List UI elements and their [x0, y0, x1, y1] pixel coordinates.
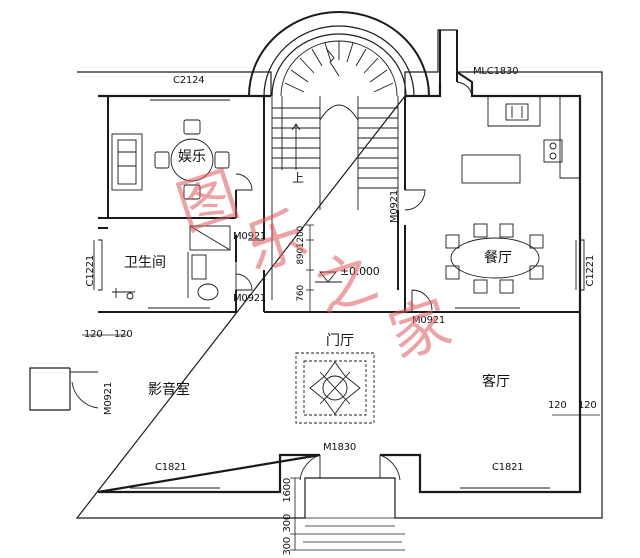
side-porch [29, 367, 71, 411]
dim-step-b: 300 [282, 537, 293, 556]
window-top-left: C2124 [173, 75, 205, 86]
room-dining: 餐厅 [484, 250, 512, 266]
door-dining: M0921 [412, 315, 446, 326]
entertainment-furniture [111, 119, 230, 200]
dim-porch-depth: 1600 [282, 478, 293, 503]
dining-table [445, 223, 544, 294]
bathroom-fixtures [112, 225, 231, 301]
stair-break-line [325, 47, 340, 77]
window-right: C1221 [585, 255, 596, 287]
elevation-marker [315, 271, 342, 283]
room-bathroom: 卫生间 [124, 255, 166, 271]
windows [93, 95, 585, 493]
dim-step-a: 300 [282, 514, 293, 533]
window-left: C1221 [85, 255, 96, 287]
dimension-lines [82, 224, 600, 551]
door-bath: M0921 [233, 293, 267, 304]
stair-tower-inner [263, 25, 415, 97]
dim-stair-3: 760 [296, 285, 306, 302]
eave-outline [75, 29, 603, 519]
stair-tower-outer [248, 11, 430, 97]
stair-up-mark: 上 [292, 171, 305, 185]
dim-wall-left-b: 120 [114, 329, 133, 340]
dim-wall-right-b: 120 [578, 400, 597, 411]
door-media: M0921 [103, 382, 114, 416]
window-bottom-right: C1821 [492, 462, 524, 473]
room-foyer: 门厅 [326, 333, 354, 349]
dim-wall-left-a: 120 [84, 329, 103, 340]
door-stair-right: M0921 [389, 190, 400, 224]
door-main: M1830 [323, 442, 357, 453]
kitchen-bump [439, 30, 473, 96]
foyer-medallion [295, 352, 375, 424]
elevation-label: ±0.000 [340, 265, 380, 278]
room-media: 影音室 [148, 382, 190, 398]
room-entertainment: 娱乐 [178, 149, 206, 165]
stair-flights [271, 96, 399, 300]
dim-wall-right-a: 120 [548, 400, 567, 411]
room-living: 客厅 [482, 374, 510, 390]
door-mlc: MLC1830 [473, 66, 519, 77]
stair-tower-inner2 [271, 33, 407, 97]
door-mlc-arc [456, 81, 473, 97]
doors [70, 173, 433, 481]
window-bottom-left: C1821 [155, 462, 187, 473]
kitchen-fixtures [461, 96, 580, 184]
interior-walls [98, 96, 580, 313]
door-ent: M0921 [233, 231, 267, 242]
